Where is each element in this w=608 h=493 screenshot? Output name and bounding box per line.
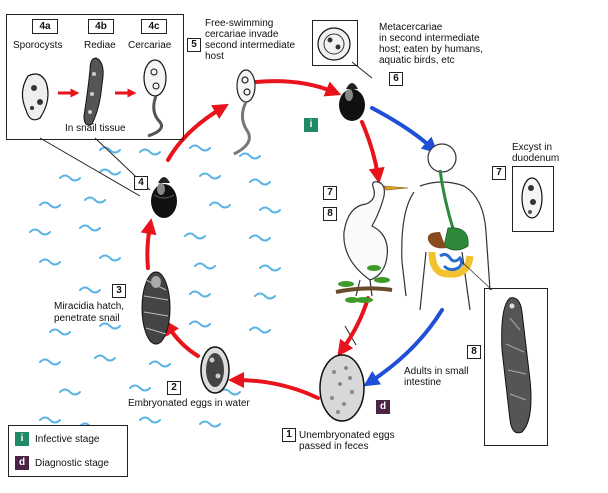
step-7-bird-number: 7	[323, 186, 337, 200]
arrow-embryonated-to-miracidia	[163, 319, 200, 358]
inset-tag-cercariae: 4c	[141, 19, 167, 34]
inset-tag-rediae: 4b	[88, 19, 114, 34]
adult-fluke-drawing	[501, 297, 532, 434]
arrow-bird-to-eggs	[337, 296, 370, 357]
inset-name-sporocysts: Sporocysts	[13, 40, 63, 51]
step-1-line-1: Unembryonated eggs	[299, 430, 395, 441]
step-4-number: 4	[134, 176, 148, 190]
step-8-human-line-2: intestine	[404, 377, 442, 388]
inset-caption: In snail tissue	[65, 123, 126, 134]
adult-fluke-inset	[484, 288, 548, 446]
legend-infective-label: Infective stage	[35, 434, 100, 445]
human-host	[401, 143, 493, 311]
egret-bird	[335, 181, 409, 303]
legend-diagnostic-symbol: d	[15, 456, 29, 470]
redia-drawing	[83, 57, 104, 126]
step-5-line-1: Free-swimming	[205, 18, 274, 29]
step-7-human-line-1: Excyst in	[512, 142, 553, 153]
step-2-text: Embryonated eggs in water	[128, 398, 250, 409]
step-7-human-line-2: duodenum	[512, 153, 560, 164]
legend-infective-symbol: i	[15, 432, 29, 446]
step-8-bird-number: 8	[323, 207, 337, 221]
step-3-number: 3	[112, 284, 126, 298]
step-6-number: 6	[389, 72, 403, 86]
step-2-number: 2	[167, 381, 181, 395]
step-7-human-number: 7	[492, 166, 506, 180]
arrow-adult-to-eggs	[363, 308, 444, 387]
embryonated-egg	[200, 346, 230, 394]
step-6-line-2: in second intermediate	[379, 33, 480, 44]
step-3-line-2: penetrate snail	[54, 313, 120, 324]
excyst-inset	[512, 166, 554, 232]
legend-diagnostic-label: Diagnostic stage	[35, 458, 109, 469]
step-3-line-1: Miracidia hatch,	[54, 301, 125, 312]
step-8-human-number: 8	[467, 345, 481, 359]
arrow-cercaria-to-second-host	[254, 79, 342, 97]
step-1-line-2: passed in feces	[299, 441, 369, 452]
metacercaria-callout-line	[351, 61, 373, 79]
step-6-line-1: Metacercariae	[379, 22, 443, 33]
snail-second-host	[339, 83, 365, 121]
snail-first-host	[151, 177, 177, 218]
unembryonated-egg	[319, 354, 365, 422]
arrow-snail-to-cercaria	[166, 103, 229, 162]
step-6-line-3: host; eaten by humans,	[379, 44, 483, 55]
free-swimming-cercaria	[233, 69, 256, 156]
arrow-egg-to-embryonated	[228, 372, 320, 400]
excysted-larva-drawing	[521, 177, 543, 219]
step-5-line-2: cercariae invade	[205, 29, 279, 40]
metacercaria-drawing	[317, 27, 351, 61]
blue-arrows	[363, 106, 444, 387]
step-8-human-line-1: Adults in small	[404, 366, 469, 377]
miracidium	[141, 271, 171, 345]
diagnostic-stage-badge: d	[376, 400, 390, 414]
arrow-second-host-to-bird	[360, 120, 385, 184]
step-5-line-3: second intermediate	[205, 40, 296, 51]
inset-name-rediae: Rediae	[84, 40, 116, 51]
arrow-miracidia-to-snail	[140, 218, 157, 270]
step-5-number: 5	[187, 38, 201, 52]
sporocyst-drawing	[21, 73, 49, 121]
inset-name-cercariae: Cercariae	[128, 40, 172, 51]
step-5-line-4: host	[205, 51, 224, 62]
inset-tag-sporocysts: 4a	[32, 19, 58, 34]
legend-box: i Infective stage d Diagnostic stage	[8, 425, 128, 477]
step-6-line-4: aquatic birds, etc	[379, 55, 455, 66]
metacercaria-inset	[312, 20, 358, 66]
arrow-ingestion-by-human	[370, 106, 438, 154]
snail-tissue-inset: 4a 4b 4c Sporocysts Rediae Cercariae In …	[6, 14, 184, 140]
cercaria-drawing	[143, 59, 167, 138]
infective-stage-badge: i	[304, 118, 318, 132]
step-1-number: 1	[282, 428, 296, 442]
